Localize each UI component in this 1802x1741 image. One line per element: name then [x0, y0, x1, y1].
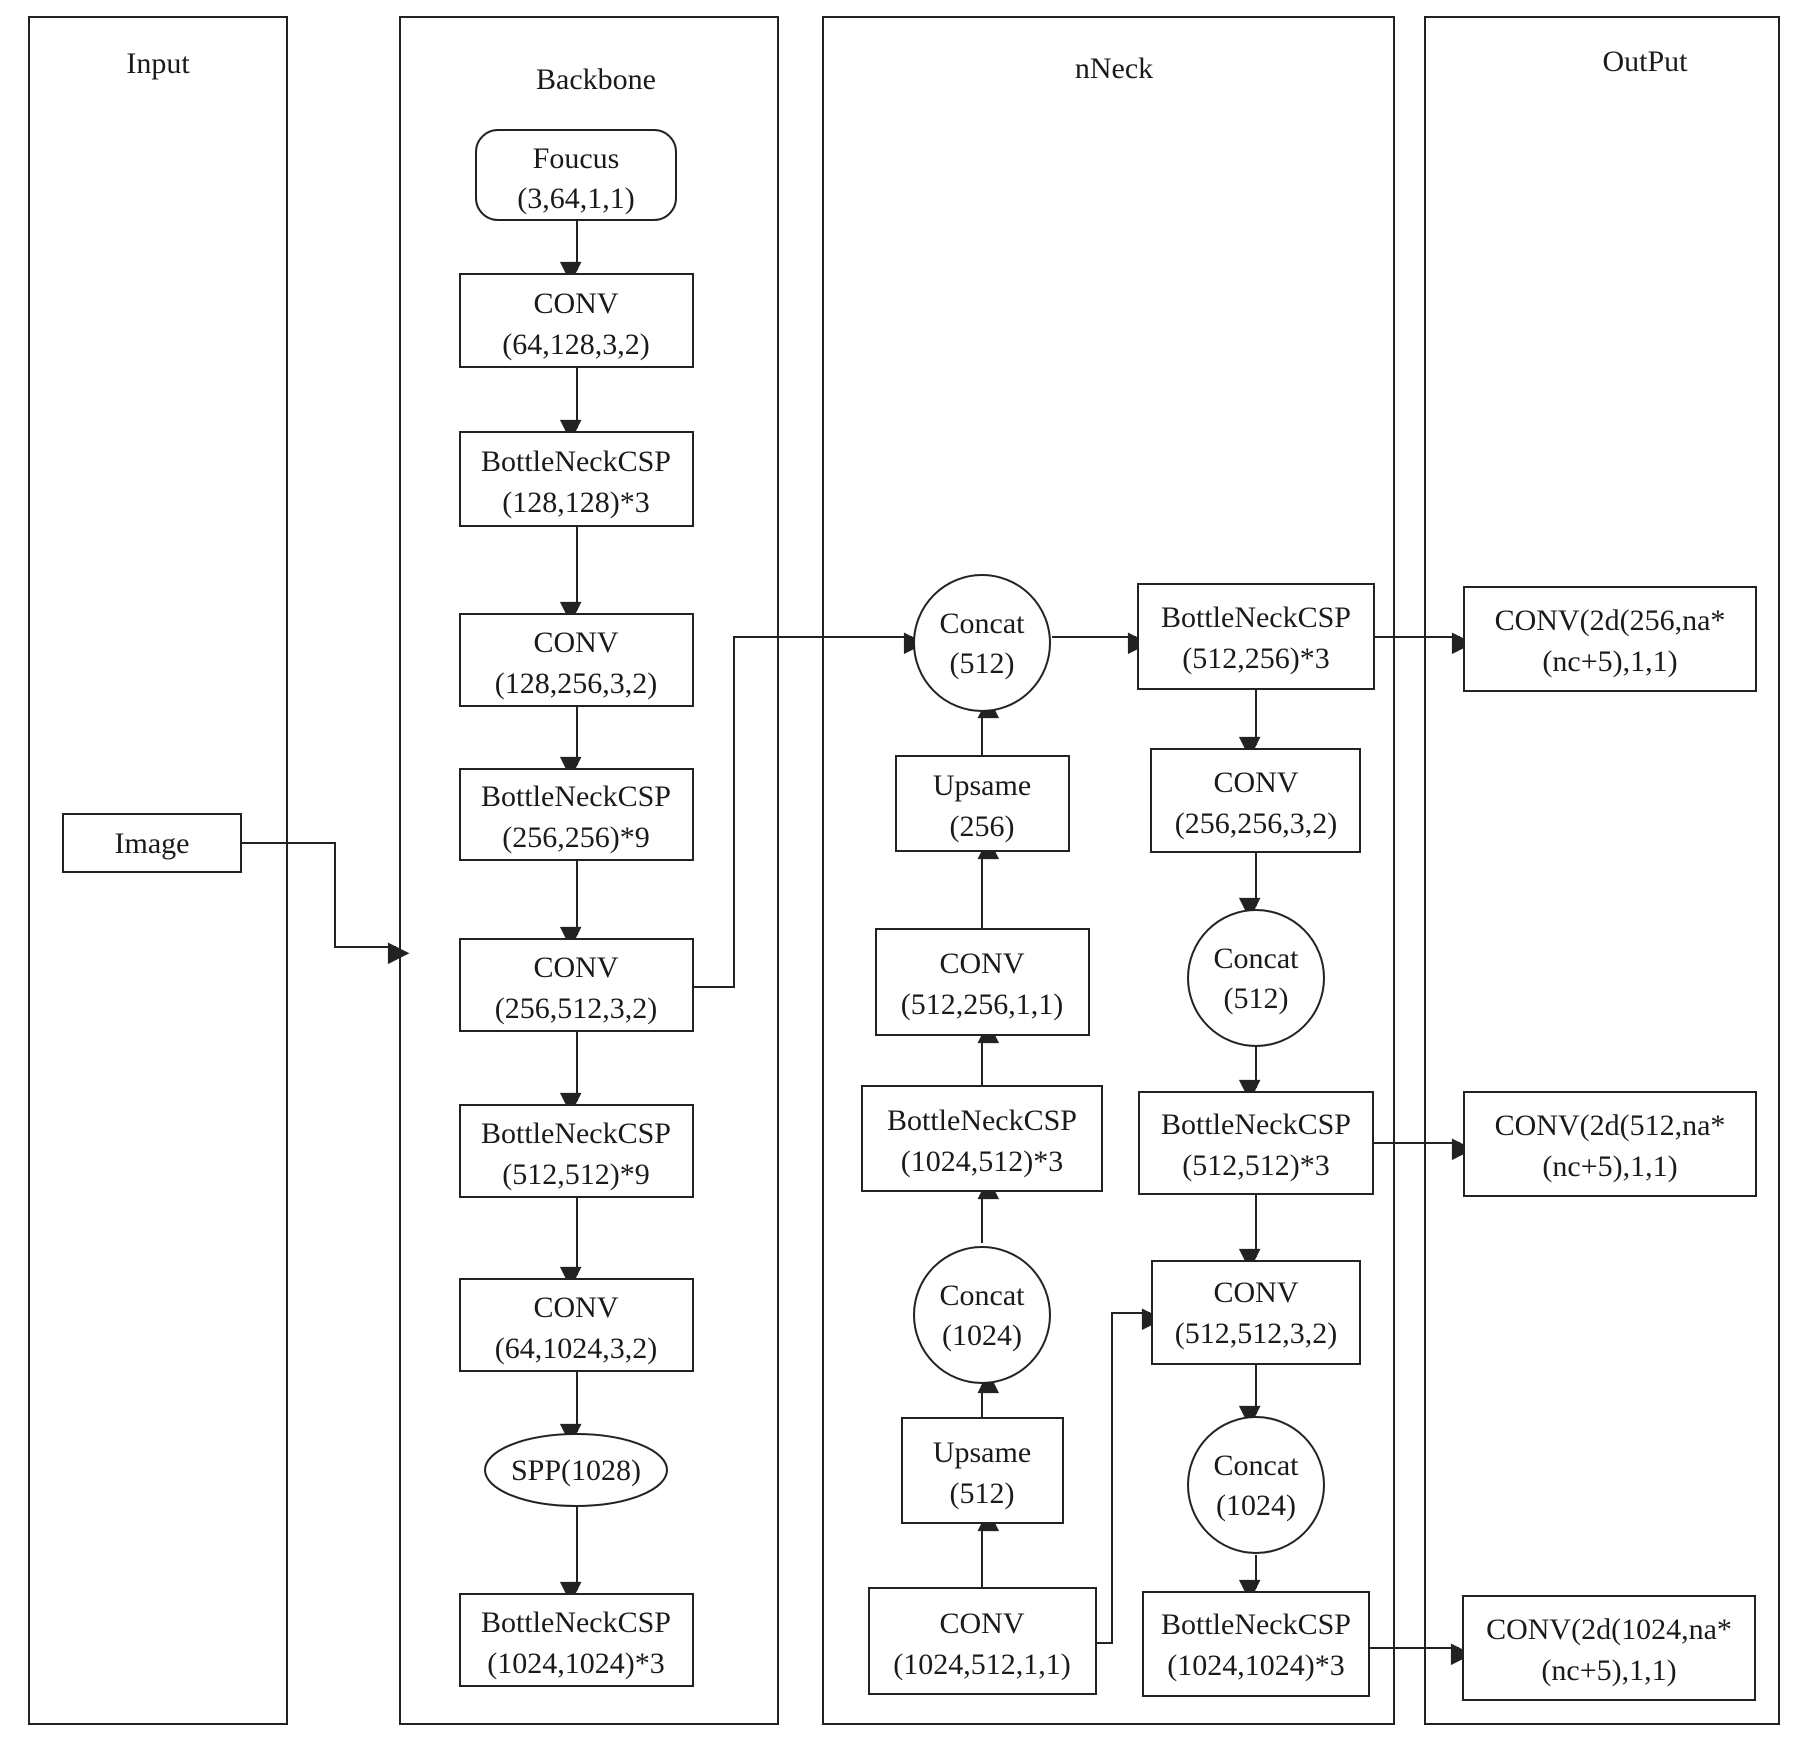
backbone-csp-3-node: BottleNeckCSP (512,512)*9 — [459, 1104, 694, 1198]
backbone-conv-1-name: CONV — [533, 287, 618, 320]
neck-conv-3-params: (256,256,3,2) — [1175, 807, 1337, 840]
output-conv-3-line1: CONV(2d(1024,na* — [1486, 1613, 1732, 1646]
focus-node: Foucus (3,64,1,1) — [475, 129, 677, 221]
neck-csp-4-params: (1024,1024)*3 — [1167, 1649, 1344, 1682]
neck-conv-4-params: (512,512,3,2) — [1175, 1317, 1337, 1350]
neck-csp-2-node: BottleNeckCSP (512,256)*3 — [1137, 583, 1375, 690]
neck-concat-3-params: (512) — [1224, 982, 1289, 1015]
neck-panel-title: nNeck — [1075, 52, 1153, 85]
neck-conv-2-node: CONV (1024,512,1,1) — [868, 1587, 1097, 1695]
backbone-csp-4-node: BottleNeckCSP (1024,1024)*3 — [459, 1593, 694, 1687]
neck-upsame-2-params: (512) — [950, 1477, 1015, 1510]
output-conv-3-node: CONV(2d(1024,na* (nc+5),1,1) — [1462, 1595, 1756, 1701]
neck-csp-3-node: BottleNeckCSP (512,512)*3 — [1138, 1091, 1374, 1195]
backbone-conv-2-name: CONV — [533, 626, 618, 659]
backbone-conv-1-params: (64,128,3,2) — [502, 328, 649, 361]
edge-conv3-to-neck-concat1 — [692, 632, 926, 988]
neck-conv-4-name: CONV — [1213, 1276, 1298, 1309]
backbone-csp-4-params: (1024,1024)*3 — [487, 1647, 664, 1680]
neck-conv-3-node: CONV (256,256,3,2) — [1150, 748, 1361, 853]
output-conv-1-line1: CONV(2d(256,na* — [1495, 604, 1726, 637]
neck-concat-1-params: (512) — [950, 647, 1015, 680]
edges — [241, 220, 1474, 1666]
neck-conv-4-node: CONV (512,512,3,2) — [1151, 1260, 1361, 1365]
neck-conv-1-params: (512,256,1,1) — [901, 988, 1063, 1021]
neck-csp-3-params: (512,512)*3 — [1182, 1149, 1329, 1182]
backbone-csp-2-node: BottleNeckCSP (256,256)*9 — [459, 768, 694, 861]
neck-csp-1-node: BottleNeckCSP (1024,512)*3 — [861, 1085, 1103, 1192]
edge-neck-conv2-to-conv4 — [1096, 1308, 1164, 1644]
neck-upsame-1-params: (256) — [950, 810, 1015, 843]
neck-csp-3-name: BottleNeckCSP — [1161, 1108, 1351, 1141]
neck-upsame-2-node: Upsame (512) — [901, 1417, 1064, 1524]
neck-conv-3-name: CONV — [1213, 766, 1298, 799]
neck-conv-2-params: (1024,512,1,1) — [893, 1648, 1070, 1681]
neck-csp-4-node: BottleNeckCSP (1024,1024)*3 — [1142, 1591, 1370, 1697]
backbone-csp-4-name: BottleNeckCSP — [481, 1606, 671, 1639]
neck-csp-2-name: BottleNeckCSP — [1161, 601, 1351, 634]
output-conv-3-line2: (nc+5),1,1) — [1541, 1654, 1676, 1687]
neck-upsame-1-node: Upsame (256) — [895, 755, 1070, 852]
backbone-conv-2-node: CONV (128,256,3,2) — [459, 613, 694, 707]
neck-csp-2-params: (512,256)*3 — [1182, 642, 1329, 675]
neck-panel: nNeck — [822, 16, 1395, 1725]
backbone-conv-3-name: CONV — [533, 951, 618, 984]
spp-node: SPP(1028) — [484, 1433, 668, 1507]
neck-concat-2-params: (1024) — [942, 1319, 1022, 1352]
focus-node-name: Foucus — [533, 142, 620, 175]
neck-conv-1-name: CONV — [939, 947, 1024, 980]
neck-upsame-1-name: Upsame — [933, 769, 1031, 802]
neck-concat-2-name: Concat — [940, 1279, 1026, 1312]
output-conv-2-line1: CONV(2d(512,na* — [1495, 1109, 1726, 1142]
backbone-conv-4-params: (64,1024,3,2) — [495, 1332, 657, 1365]
neck-concat-4-node: Concat (1024) — [1187, 1416, 1325, 1554]
focus-node-params: (3,64,1,1) — [517, 182, 634, 215]
neck-concat-4-params: (1024) — [1216, 1489, 1296, 1522]
backbone-csp-3-name: BottleNeckCSP — [481, 1117, 671, 1150]
backbone-conv-1-node: CONV (64,128,3,2) — [459, 273, 694, 368]
edge-image-to-backbone — [241, 842, 410, 965]
backbone-conv-3-node: CONV (256,512,3,2) — [459, 938, 694, 1032]
backbone-csp-2-params: (256,256)*9 — [502, 821, 649, 854]
spp-node-label: SPP(1028) — [511, 1454, 641, 1487]
neck-upsame-2-name: Upsame — [933, 1436, 1031, 1469]
output-conv-1-line2: (nc+5),1,1) — [1542, 645, 1677, 678]
neck-conv-2-name: CONV — [939, 1607, 1024, 1640]
backbone-csp-1-name: BottleNeckCSP — [481, 445, 671, 478]
neck-csp-4-name: BottleNeckCSP — [1161, 1608, 1351, 1641]
backbone-conv-3-params: (256,512,3,2) — [495, 992, 657, 1025]
output-panel: OutPut — [1424, 16, 1780, 1725]
input-panel-title: Input — [126, 47, 190, 80]
backbone-conv-2-params: (128,256,3,2) — [495, 667, 657, 700]
backbone-conv-4-name: CONV — [533, 1291, 618, 1324]
neck-concat-1-name: Concat — [940, 607, 1026, 640]
backbone-conv-4-node: CONV (64,1024,3,2) — [459, 1278, 694, 1372]
neck-concat-2-node: Concat (1024) — [913, 1246, 1051, 1384]
backbone-csp-3-params: (512,512)*9 — [502, 1158, 649, 1191]
backbone-csp-1-params: (128,128)*3 — [502, 486, 649, 519]
backbone-csp-1-node: BottleNeckCSP (128,128)*3 — [459, 431, 694, 527]
output-conv-1-node: CONV(2d(256,na* (nc+5),1,1) — [1463, 586, 1757, 692]
neck-csp-1-name: BottleNeckCSP — [887, 1104, 1077, 1137]
neck-conv-1-node: CONV (512,256,1,1) — [875, 928, 1090, 1036]
neck-csp-1-params: (1024,512)*3 — [901, 1145, 1063, 1178]
backbone-panel-title: Backbone — [536, 63, 656, 96]
neck-concat-3-node: Concat (512) — [1187, 909, 1325, 1047]
backbone-panel: Backbone — [399, 16, 779, 1725]
image-node-label: Image — [115, 827, 190, 860]
neck-concat-1-node: Concat (512) — [913, 574, 1051, 712]
image-node: Image — [62, 813, 242, 873]
input-panel: Input — [28, 16, 288, 1725]
nodes: Image Foucus (3,64,1,1) CONV (64,128,3,2… — [62, 129, 1757, 1701]
backbone-csp-2-name: BottleNeckCSP — [481, 780, 671, 813]
output-conv-2-line2: (nc+5),1,1) — [1542, 1150, 1677, 1183]
output-panel-title: OutPut — [1602, 45, 1688, 78]
neck-concat-4-name: Concat — [1214, 1449, 1300, 1482]
output-conv-2-node: CONV(2d(512,na* (nc+5),1,1) — [1463, 1091, 1757, 1197]
neck-concat-3-name: Concat — [1214, 942, 1300, 975]
